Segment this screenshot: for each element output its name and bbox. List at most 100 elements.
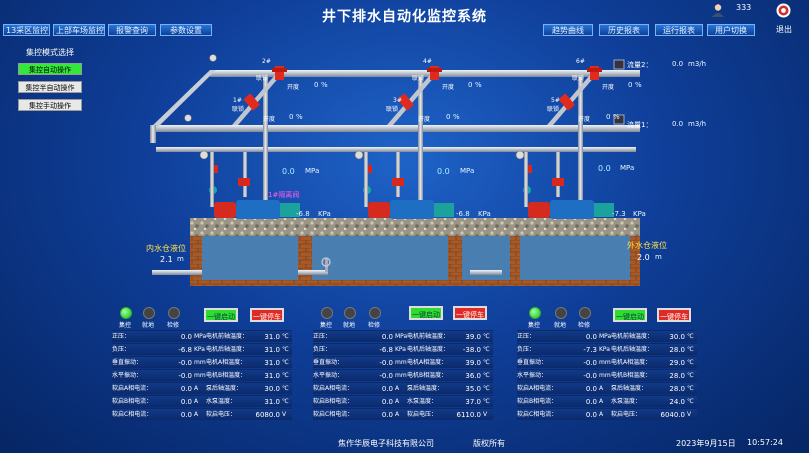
pump2-status-local-light bbox=[344, 307, 356, 319]
flow-meter-2-icon bbox=[613, 59, 625, 70]
pump-3 bbox=[528, 200, 614, 219]
right-param-unit: ℃ bbox=[687, 395, 697, 407]
valve6-open-value: 0 bbox=[628, 81, 633, 89]
right-param-unit: ℃ bbox=[483, 343, 493, 355]
pump2-stop-button[interactable]: 一键停车 bbox=[453, 306, 487, 320]
valve3-open-value: 0 bbox=[446, 113, 451, 121]
power-icon[interactable] bbox=[776, 3, 791, 18]
valve5-unit: % bbox=[613, 113, 620, 121]
right-param-unit: ℃ bbox=[282, 395, 292, 407]
right-param-value: 39.0 bbox=[455, 356, 483, 368]
left-param-name: 水平振动： bbox=[517, 369, 567, 381]
right-param-name: 泵后轴温度： bbox=[611, 382, 659, 394]
right-param-value: -38.0 bbox=[455, 343, 483, 355]
pump3-inlet-unit: KPa bbox=[633, 210, 646, 218]
left-param-name: 软启C相电流： bbox=[517, 408, 567, 420]
exit-button[interactable]: 退出 bbox=[776, 25, 792, 34]
nav-upper-yard-monitor[interactable]: 上部车场监控 bbox=[53, 24, 105, 36]
right-param-name: 泵后轴温度： bbox=[206, 382, 254, 394]
valve-6 bbox=[587, 66, 602, 80]
left-param-name: 软启B相电流： bbox=[517, 395, 567, 407]
pump1-status-local-light bbox=[143, 307, 155, 319]
valve3-unit: % bbox=[453, 113, 460, 121]
left-param-name: 正压： bbox=[313, 330, 363, 342]
left-param-unit: mm bbox=[599, 369, 611, 381]
mode-manual-button[interactable]: 集控手动操作 bbox=[18, 99, 82, 111]
left-param-unit: MPa bbox=[395, 330, 407, 342]
nav-trend-curve[interactable]: 趋势曲线 bbox=[543, 24, 593, 36]
flow1-label: 流量1： bbox=[627, 121, 653, 129]
pump3-stop-button[interactable]: 一键停车 bbox=[657, 308, 691, 322]
left-param-unit: mm bbox=[194, 356, 206, 368]
valve1-tag: 联锁 bbox=[232, 106, 245, 113]
nav-history-report[interactable]: 历史报表 bbox=[599, 24, 649, 36]
valve6-open-label: 开度 bbox=[602, 84, 615, 91]
left-param-value: 0.0 bbox=[162, 408, 194, 420]
nav-user-switch[interactable]: 用户切换 bbox=[707, 24, 755, 36]
outer-tank-label: 外水仓液位 bbox=[627, 241, 667, 250]
pump2-start-button[interactable]: 一键启动 bbox=[409, 306, 443, 320]
status-label: 就地 bbox=[343, 322, 356, 329]
valve1-id: 1# bbox=[233, 97, 242, 104]
left-param-value: -0.0 bbox=[162, 369, 194, 381]
left-param-value: -7.3 bbox=[567, 343, 599, 355]
right-param-unit: ℃ bbox=[483, 395, 493, 407]
left-param-unit: mm bbox=[194, 369, 206, 381]
status-label: 检修 bbox=[368, 322, 381, 329]
pump-branch-1 bbox=[232, 75, 281, 232]
valve2-id: 2# bbox=[262, 58, 271, 65]
outer-tank-value: 2.0 bbox=[637, 253, 650, 262]
mode-auto-button[interactable]: 集控自动操作 bbox=[18, 63, 82, 75]
pump3-start-button[interactable]: 一键启动 bbox=[613, 308, 647, 322]
valve3-open-label: 开度 bbox=[418, 116, 431, 123]
right-param-name: 电机后轴温度： bbox=[407, 343, 455, 355]
valve5-open-label: 开度 bbox=[578, 116, 591, 123]
pump3-outlet-pressure: 0.0 bbox=[598, 164, 611, 173]
valve1-open-value: 0 bbox=[289, 113, 294, 121]
right-param-value: 30.0 bbox=[659, 330, 687, 342]
footer-company: 焦作华辰电子科技有限公司 bbox=[338, 439, 434, 448]
pump1-start-button[interactable]: 一键启动 bbox=[204, 308, 238, 322]
left-param-unit: mm bbox=[395, 356, 407, 368]
nav-alarm-query[interactable]: 报警查询 bbox=[108, 24, 156, 36]
left-param-value: 0.0 bbox=[162, 330, 194, 342]
nav-run-report[interactable]: 运行报表 bbox=[655, 24, 703, 36]
left-param-value: -0.0 bbox=[162, 356, 194, 368]
left-param-value: 0.0 bbox=[567, 395, 599, 407]
right-param-unit: ℃ bbox=[282, 343, 292, 355]
right-param-name: 电机A相温度： bbox=[407, 356, 455, 368]
right-param-value: 37.0 bbox=[455, 395, 483, 407]
process-diagram bbox=[150, 54, 640, 286]
right-param-value: 28.0 bbox=[659, 369, 687, 381]
gauge-icon bbox=[199, 150, 209, 160]
valve4-open-label: 开度 bbox=[442, 84, 455, 91]
pump2-inlet-unit: KPa bbox=[478, 210, 491, 218]
inner-tank-unit: m bbox=[177, 255, 184, 263]
pump1-stop-button[interactable]: 一键停车 bbox=[250, 308, 284, 322]
right-param-name: 电机前轴温度： bbox=[206, 330, 254, 342]
nav-param-settings[interactable]: 参数设置 bbox=[160, 24, 212, 36]
left-param-unit: KPa bbox=[395, 343, 407, 355]
left-param-value: 0.0 bbox=[363, 382, 395, 394]
gauge-icon bbox=[354, 150, 364, 160]
footer-date: 2023年9月15日 bbox=[676, 439, 736, 448]
right-param-value: 6110.0 bbox=[455, 408, 483, 420]
left-param-name: 软启A相电流： bbox=[112, 382, 162, 394]
user-avatar-icon[interactable] bbox=[711, 2, 725, 17]
status-label: 就地 bbox=[554, 322, 567, 329]
left-param-unit: A bbox=[395, 395, 407, 407]
nav-area13-monitor[interactable]: 13采区监控 bbox=[3, 24, 50, 36]
left-param-unit: A bbox=[194, 395, 206, 407]
right-param-name: 水泵温度： bbox=[611, 395, 659, 407]
mode-semi-auto-button[interactable]: 集控半自动操作 bbox=[18, 81, 82, 93]
left-param-value: 0.0 bbox=[363, 408, 395, 420]
